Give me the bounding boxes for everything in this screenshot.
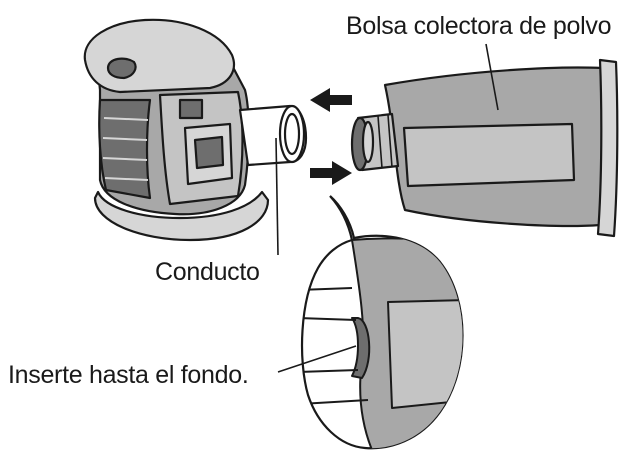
sander-base-pad xyxy=(93,190,270,242)
insertion-arrows xyxy=(310,88,352,185)
dust-bag-frame xyxy=(596,58,619,238)
arrow-right xyxy=(310,161,352,185)
dust-bag-panel xyxy=(402,122,576,188)
dust-bag-label: Bolsa colectora de polvo xyxy=(346,12,612,40)
leader-insert xyxy=(277,345,357,373)
arrow-left xyxy=(310,88,352,112)
duct-label: Conducto xyxy=(155,258,260,286)
sander-switch xyxy=(106,57,137,80)
insert-instruction-label: Inserte hasta el fondo. xyxy=(8,361,249,389)
sander-tool xyxy=(83,18,308,242)
sander-vent xyxy=(178,98,204,120)
leader-duct xyxy=(275,137,279,256)
leader-lines xyxy=(275,43,499,373)
sander-grip xyxy=(98,98,152,200)
leader-dust-bag xyxy=(485,43,499,111)
sander-top-cap xyxy=(83,18,236,94)
detail-callout xyxy=(300,195,464,450)
dust-bag xyxy=(350,58,619,238)
